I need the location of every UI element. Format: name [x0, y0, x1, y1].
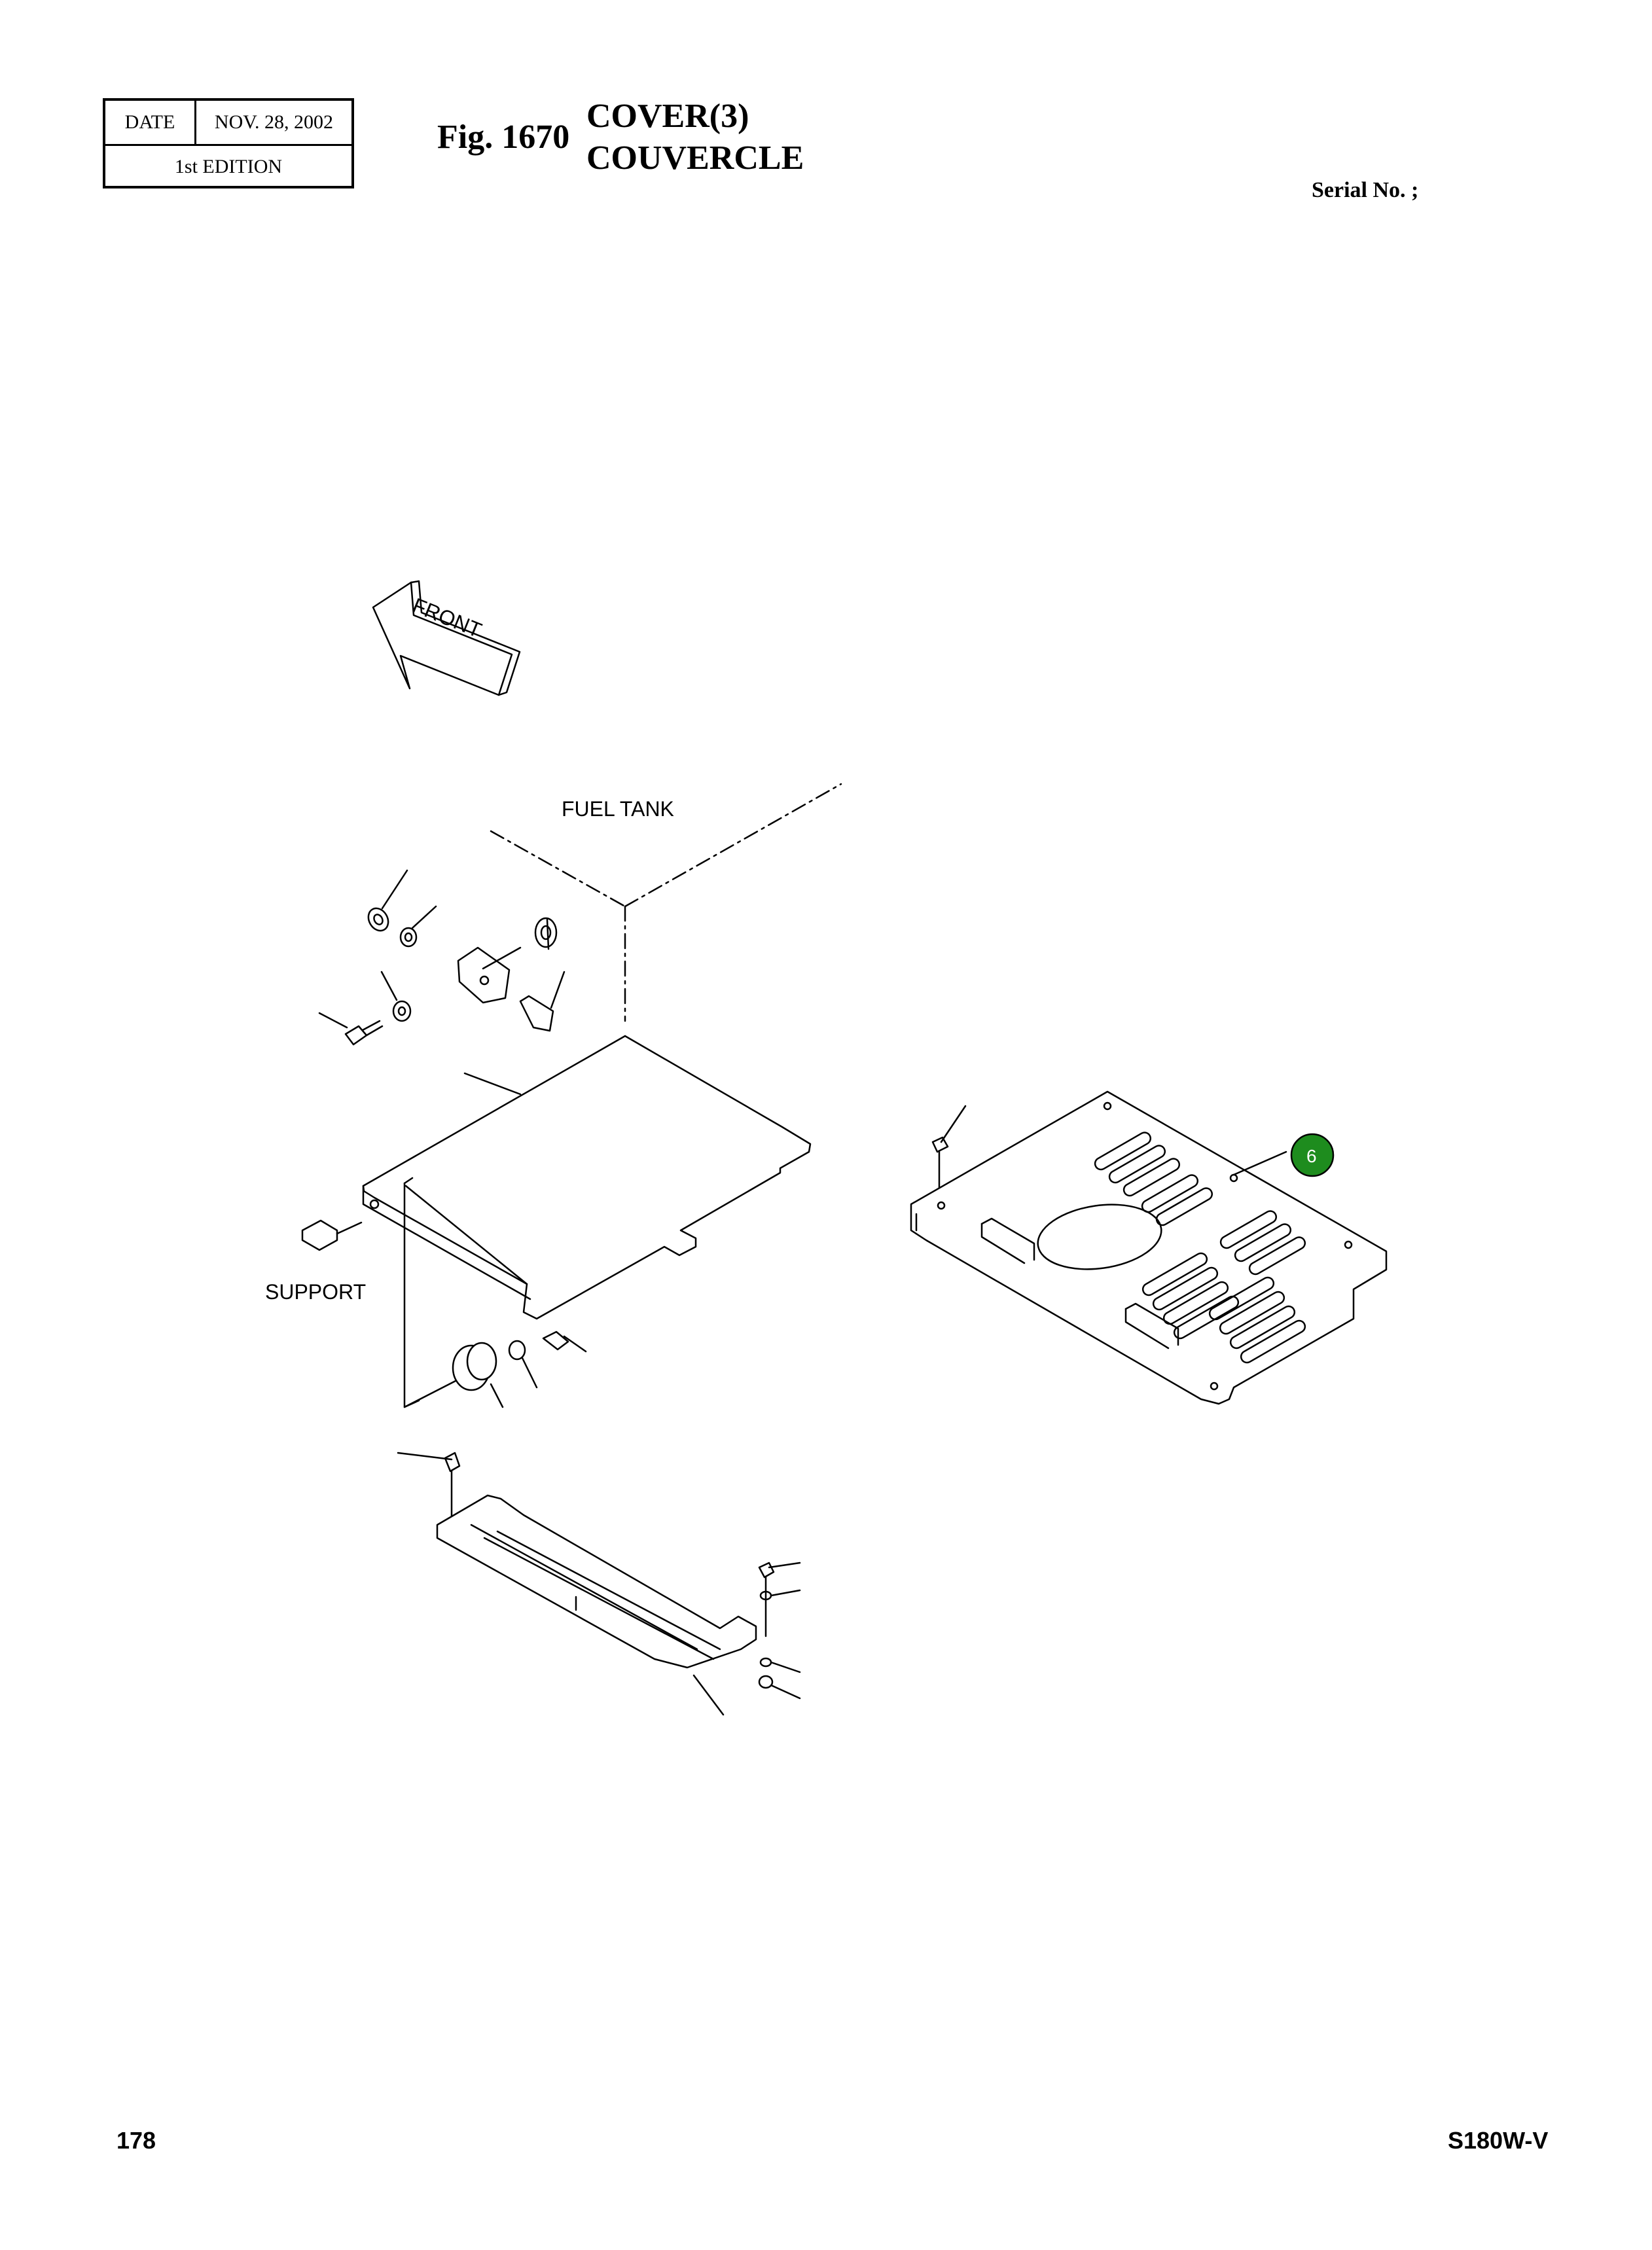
fuel-tank-label: FUEL TANK	[562, 797, 674, 821]
upper-mount-hardware	[318, 869, 566, 1046]
perforated-cover-plate	[910, 1090, 1388, 1405]
page-number: 178	[117, 2127, 156, 2154]
fuel-tank-outline	[490, 783, 842, 1022]
lower-mount-hardware	[452, 1330, 587, 1408]
vent-slots	[1094, 1132, 1306, 1364]
date-value: NOV. 28, 2002	[214, 111, 334, 133]
model-code: S180W-V	[1448, 2127, 1549, 2154]
date-edition-box: DATE NOV. 28, 2002 1st EDITION	[103, 98, 354, 188]
cover-plate-main	[301, 1035, 812, 1408]
callout-badge-6[interactable]: 6	[1290, 1133, 1335, 1177]
lower-support-frame	[397, 1452, 801, 1716]
date-label: DATE	[105, 101, 196, 144]
support-label: SUPPORT	[265, 1280, 366, 1304]
callout-number: 6	[1306, 1146, 1317, 1166]
front-direction-arrow: FRONT	[372, 580, 521, 696]
title-english: COVER(3)	[586, 98, 749, 135]
serial-number-label: Serial No. ;	[1312, 178, 1419, 202]
figure-number: Fig. 1670	[437, 118, 570, 156]
edition-label: 1st EDITION	[174, 156, 283, 177]
title-french: COUVERCLE	[586, 139, 804, 177]
